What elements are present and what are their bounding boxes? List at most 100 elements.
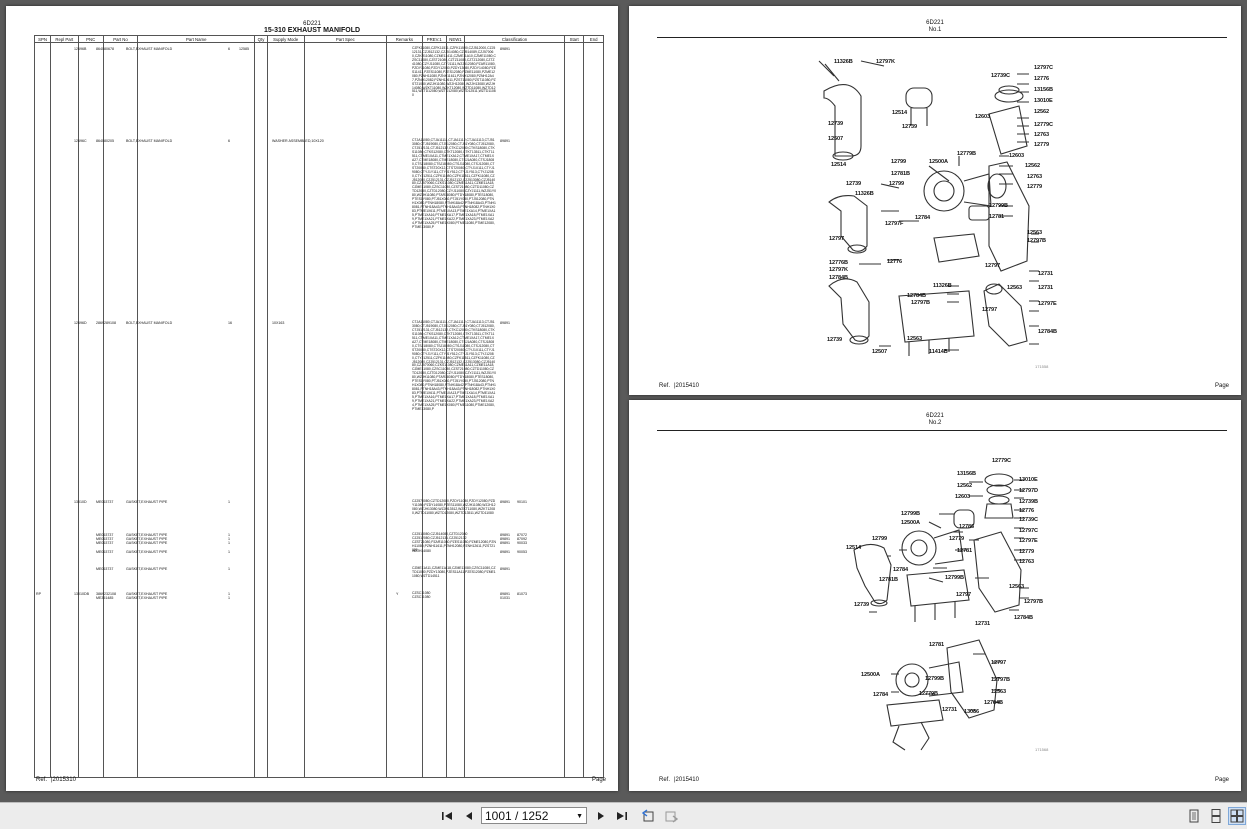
- row-classification: CZST21080,PZAR11080,PZES11080,PZME12080,…: [412, 540, 496, 552]
- part-callout: 11326B: [933, 283, 952, 289]
- row-name: GASKET,EXHAUST PIPE: [126, 537, 168, 541]
- chevron-down-icon[interactable]: ▼: [576, 813, 583, 820]
- column-header: Start: [563, 35, 585, 43]
- left-page-label: Page: [592, 777, 607, 783]
- part-callout: 12797C: [1034, 65, 1053, 71]
- right-top-page-label: Page: [1215, 383, 1230, 389]
- page-number-text: 1001 / 1252: [485, 809, 549, 823]
- row-part-no: ME063737: [96, 537, 114, 541]
- column-header: Part Spec: [303, 35, 388, 43]
- part-callout: 12779C: [1034, 122, 1053, 128]
- part-callout: 12797F: [885, 221, 904, 227]
- right-bottom-label: No.2: [928, 420, 942, 426]
- row-end: 81073: [517, 592, 527, 596]
- part-callout: 12603: [975, 114, 991, 120]
- row-pnc: 13010DB: [74, 592, 89, 596]
- left-page-title: 15-310 EXHAUST MANIFOLD: [263, 27, 361, 34]
- part-callout: 12739C: [991, 73, 1010, 79]
- row-part-no: 864080205: [96, 139, 114, 143]
- page-number-field[interactable]: 1001 / 1252 ▼: [481, 807, 587, 824]
- left-ref-label: Ref.: [36, 777, 48, 783]
- exhaust-diagram-2: [853, 473, 1029, 751]
- first-page-icon[interactable]: [438, 807, 456, 825]
- part-callout: 12797: [991, 660, 1007, 666]
- go-back-view-icon[interactable]: [640, 807, 658, 825]
- row-part-no: ME063737: [96, 567, 114, 571]
- part-callout: 12562: [1025, 163, 1041, 169]
- part-callout: 12739: [902, 124, 918, 130]
- row-start: 01031: [500, 596, 510, 600]
- part-callout: 13156B: [957, 471, 976, 477]
- go-forward-view-icon[interactable]: [662, 807, 680, 825]
- part-callout: 11326B: [855, 191, 874, 197]
- row-pnc: 12696D: [74, 321, 87, 325]
- row-part-no: ME063737: [96, 500, 114, 504]
- row-supply: 12585: [239, 47, 249, 51]
- row-name: BOLT,EXHAUST MANIFOLD: [126, 47, 173, 51]
- left-page-model: 6D221: [303, 21, 321, 27]
- row-classification: CZME11A11,CZME11A18,CZME11080,CZSC11080,…: [412, 566, 496, 578]
- row-part-no: ME063737: [96, 550, 114, 554]
- part-callout: 12514: [892, 110, 908, 116]
- part-callout: 12781B: [879, 577, 898, 583]
- continuous-view-icon[interactable]: [1207, 807, 1225, 825]
- last-page-icon[interactable]: [613, 807, 631, 825]
- part-callout: 12797C: [1019, 528, 1038, 534]
- row-part-no: 3869232108: [96, 592, 116, 596]
- row-start: 89891: [500, 592, 510, 596]
- column-header: Qty: [254, 35, 268, 43]
- right-bottom-model: 6D221: [926, 413, 944, 419]
- row-classification: CTJA11080,CTJA11111,CTJA11112,CTJA11113,…: [412, 320, 496, 411]
- part-callout: 12731: [1038, 285, 1054, 291]
- row-name: BOLT,EXHAUST MANIFOLD: [126, 139, 173, 143]
- row-start: 89891: [500, 541, 510, 545]
- part-callout: 12784: [915, 215, 931, 221]
- part-callout: 12799B: [989, 203, 1008, 209]
- part-callout: 12797B: [1027, 238, 1046, 244]
- part-callout: 12731: [975, 621, 991, 627]
- part-callout: 12603: [1009, 153, 1025, 159]
- part-callout: 12763: [1019, 559, 1035, 565]
- row-new1: Y: [396, 592, 399, 596]
- part-callout: 12739C: [1019, 517, 1038, 523]
- part-callout: 12797B: [1024, 599, 1043, 605]
- part-callout: 12563: [1027, 230, 1043, 236]
- single-page-view-icon[interactable]: [1185, 807, 1203, 825]
- next-page-icon[interactable]: [592, 807, 610, 825]
- right-top-ref-value: |2015410: [674, 383, 699, 389]
- column-header: NEW1: [445, 35, 466, 43]
- part-callout: 12739: [827, 337, 843, 343]
- row-qty: 6: [228, 139, 230, 143]
- part-callout: 12799B: [925, 676, 944, 682]
- part-callout: 12797: [956, 592, 972, 598]
- two-page-view-icon[interactable]: [1228, 807, 1246, 825]
- right-top-code: 171558: [1035, 364, 1049, 369]
- row-qty: 16: [228, 321, 232, 325]
- part-callout: 12784B: [1014, 615, 1033, 621]
- part-callout: 12776B: [829, 260, 848, 266]
- part-callout: 12784B: [1038, 329, 1057, 335]
- row-qty: 1: [228, 550, 230, 554]
- row-qty: 6: [228, 47, 230, 51]
- part-callout: 11326B: [834, 59, 853, 65]
- part-callout: 12776: [887, 259, 903, 265]
- right-bottom-rule: [657, 430, 1227, 431]
- previous-page-icon[interactable]: [460, 807, 478, 825]
- right-bottom-page-label: Page: [1215, 777, 1230, 783]
- part-callout: 12781: [989, 214, 1005, 220]
- row-name: GASKET,EXHAUST PIPE: [126, 550, 168, 554]
- part-callout: 12797D: [1019, 488, 1038, 494]
- part-callout: 12797: [985, 263, 1001, 269]
- part-callout: 12562: [957, 483, 973, 489]
- part-callout: 12781B: [891, 171, 910, 177]
- part-callout: 12797B: [911, 300, 930, 306]
- row-classification: CZSC11080: [412, 591, 431, 595]
- exhaust-diagram-1: [818, 60, 1039, 356]
- part-callout: 12779B: [957, 151, 976, 157]
- part-callout: 12799B: [901, 511, 920, 517]
- row-qty: 1: [228, 567, 230, 571]
- part-callout: 12786: [959, 524, 975, 530]
- right-bottom-ref-value: |2015410: [674, 777, 699, 783]
- part-callout: 12797K: [876, 59, 895, 65]
